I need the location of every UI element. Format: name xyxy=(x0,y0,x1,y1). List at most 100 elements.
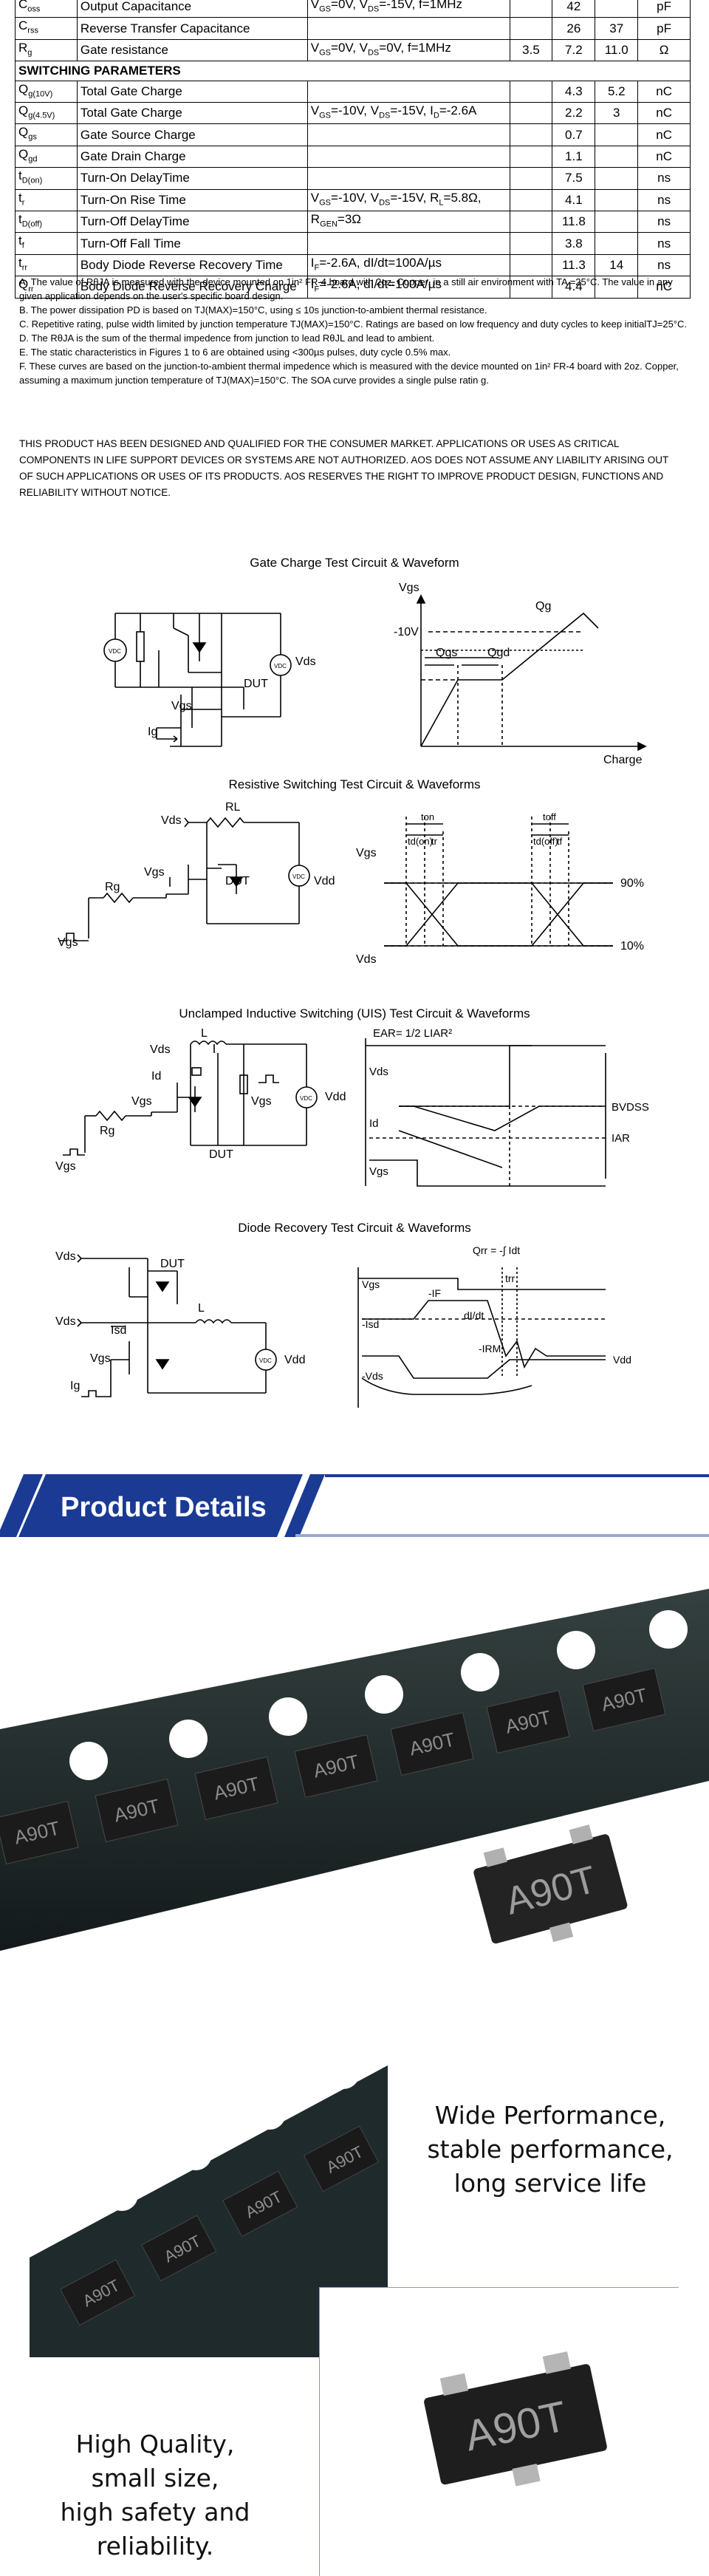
footnote: E. The static characteristics in Figures… xyxy=(19,347,451,358)
vgs-symbol-label: Vgs xyxy=(251,1095,272,1108)
spec-typ: 3.8 xyxy=(552,232,596,255)
banner-graphic: Product Details xyxy=(0,1474,709,1537)
spec-typ: 26 xyxy=(552,17,596,40)
vdd-label: Vdd xyxy=(325,1091,346,1103)
spec-cond xyxy=(306,232,510,255)
spec-max xyxy=(595,145,639,168)
spec-cond xyxy=(306,17,510,40)
trr-label: trr xyxy=(505,1272,516,1284)
spec-param: Body Diode Reverse Recovery Time xyxy=(76,253,308,277)
wave-vgs-label: Vgs xyxy=(399,582,419,594)
spec-max xyxy=(595,188,639,212)
spec-min xyxy=(509,17,553,40)
spec-param: Total Gate Charge xyxy=(76,102,308,125)
caption-line: reliability. xyxy=(96,2532,214,2560)
spec-param: Turn-On DelayTime xyxy=(76,167,308,190)
p10-label: 10% xyxy=(620,940,644,953)
spec-typ: 11.8 xyxy=(552,211,596,234)
spec-sym: Qrr xyxy=(15,276,78,299)
ig-label: Ig xyxy=(148,726,157,738)
dut-label: DUT xyxy=(160,1258,185,1270)
tdon-label: td(on) xyxy=(408,836,433,847)
spec-sym: tD(off) xyxy=(15,211,78,234)
wave-id-label: Id xyxy=(369,1117,379,1130)
charge-label: Charge xyxy=(603,754,643,766)
spec-param: Gate Drain Charge xyxy=(76,145,308,168)
spec-typ: 2.2 xyxy=(552,102,596,125)
minus-10v-label: -10V xyxy=(394,626,419,638)
vgs-input-label: Vgs xyxy=(55,1160,76,1173)
caption-high-quality: High Quality, small size, high safety an… xyxy=(30,2427,281,2563)
spec-unit: ns xyxy=(637,211,691,234)
spec-min xyxy=(509,102,553,125)
wave-vdd-label: Vdd xyxy=(613,1354,631,1366)
spec-min xyxy=(509,0,553,18)
vds-label: Vds xyxy=(55,1315,76,1328)
spec-sym: Qgs xyxy=(15,123,78,146)
wave-vds-label: Vds xyxy=(356,953,377,966)
ig-label: Ig xyxy=(70,1380,80,1392)
wave-vds-label: Vds xyxy=(369,1066,388,1078)
vdd-label: Vdd xyxy=(284,1354,305,1366)
footnote: A. The value of RθJA is measured with th… xyxy=(19,276,673,301)
footnote: F. These curves are based on the junctio… xyxy=(19,361,679,386)
spec-max xyxy=(595,232,639,255)
id-label: Id xyxy=(151,1070,161,1083)
vds-top-label: Vds xyxy=(55,1250,76,1263)
spec-min xyxy=(509,211,553,234)
section-heading: SWITCHING PARAMETERS xyxy=(15,61,691,81)
gate-charge-waveform xyxy=(416,594,647,752)
spec-max xyxy=(595,0,639,18)
spec-sym: Qg(10V) xyxy=(15,80,78,103)
vgs-label: Vgs xyxy=(144,866,165,879)
caption-line: Wide Performance, xyxy=(434,2101,666,2130)
spec-sym: Coss xyxy=(15,0,78,18)
spec-max: 11.0 xyxy=(595,38,639,62)
spec-unit: nC xyxy=(637,145,691,168)
spec-typ: 4.1 xyxy=(552,188,596,212)
rl-label: RL xyxy=(225,801,241,814)
qgd-label: Qgd xyxy=(487,647,510,659)
spec-param: Total Gate Charge xyxy=(76,80,308,103)
vds-label: Vds xyxy=(161,814,182,827)
diode-diagram: VDC Vds DUT Vds Isd L Vgs Vdd Ig Qrr = -… xyxy=(55,1244,631,1408)
product-details-banner: Product Details xyxy=(0,1471,709,1544)
caption-line: long service life xyxy=(453,2169,647,2198)
spec-param: Turn-Off Fall Time xyxy=(76,232,308,255)
dut-label: DUT xyxy=(225,875,250,887)
spec-unit: ns xyxy=(637,188,691,212)
spec-param: Body Diode Reverse Recovery Charge xyxy=(76,276,308,299)
spec-unit: pF xyxy=(637,0,691,18)
diode-waveform xyxy=(357,1267,606,1408)
caption-line: high safety and xyxy=(60,2498,250,2526)
spec-sym: Qgd xyxy=(15,145,78,168)
spec-typ: 1.1 xyxy=(552,145,596,168)
if-label: -IF xyxy=(428,1287,441,1299)
caption-line: stable performance, xyxy=(427,2135,674,2164)
spec-cond: VGS=0V, VDS=-15V, f=1MHz xyxy=(306,0,510,18)
spec-min: 3.5 xyxy=(509,38,553,62)
spec-unit: nC xyxy=(637,123,691,146)
tape-chip: A90T xyxy=(390,1711,474,1776)
caption-line: small size, xyxy=(91,2464,219,2492)
spec-cond xyxy=(306,145,510,168)
spec-cond xyxy=(306,80,510,103)
rg-label: Rg xyxy=(105,881,120,893)
product-photo-chip: A90T xyxy=(319,2287,679,2576)
spec-sym: Crss xyxy=(15,17,78,40)
footnote: D. The RθJA is the sum of the thermal im… xyxy=(19,333,435,344)
uis-title: Unclamped Inductive Switching (UIS) Test… xyxy=(179,1006,530,1020)
vgs-label: Vgs xyxy=(171,700,192,712)
vdc-label: VDC xyxy=(109,648,121,655)
tr-label: tr xyxy=(431,836,438,847)
spec-sym: Rg xyxy=(15,38,78,62)
vgs-input-label: Vgs xyxy=(58,936,78,949)
spec-unit: Ω xyxy=(637,38,691,62)
gate-charge-title: Gate Charge Test Circuit & Waveform xyxy=(250,556,459,570)
spec-sym: trr xyxy=(15,253,78,277)
